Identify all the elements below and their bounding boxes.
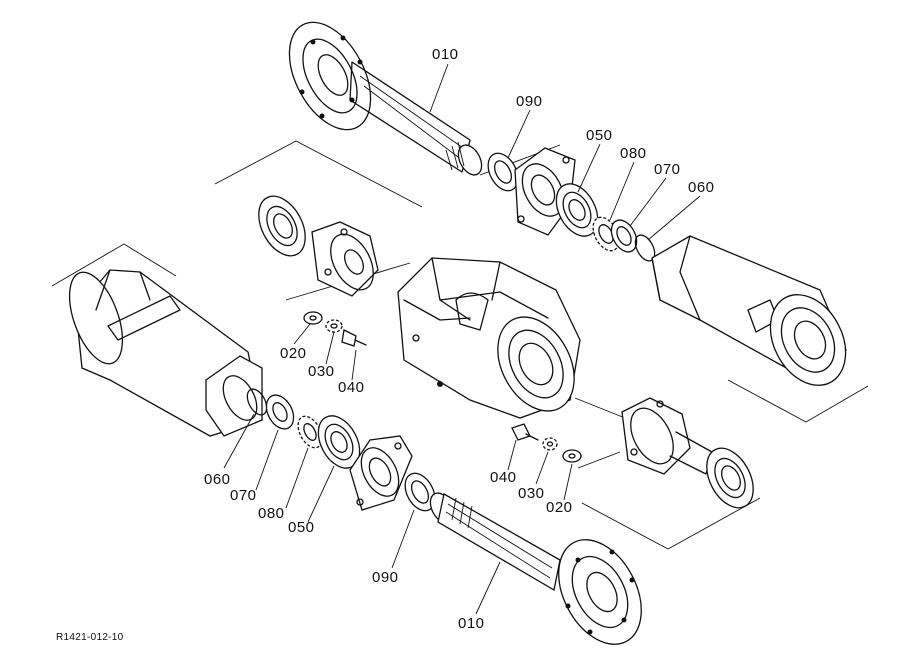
left-axle-case xyxy=(68,269,263,437)
top-lock-nut xyxy=(610,219,638,253)
left-bolt xyxy=(341,329,367,347)
bottom-snap-ring xyxy=(246,388,268,416)
callout-bottom-lockwasher: 080 xyxy=(258,505,285,522)
right-bearing-holder xyxy=(621,397,713,475)
top-axle-shaft xyxy=(288,21,483,176)
bottom-lock-nut xyxy=(265,394,295,430)
callout-bottom-locknut: 070 xyxy=(230,487,257,504)
callout-top-lockwasher: 080 xyxy=(620,145,647,162)
top-oil-seal xyxy=(487,152,519,192)
callout-top-seal: 090 xyxy=(516,93,543,110)
left-lock-washer xyxy=(325,319,343,333)
bottom-bearing-housing xyxy=(349,435,413,511)
bottom-axle-shaft xyxy=(429,492,642,645)
right-lock-washer xyxy=(542,437,558,451)
right-lower-bearing xyxy=(706,447,754,509)
callout-labels: 010 090 050 080 070 060 020 030 040 060 … xyxy=(204,46,715,632)
callout-bottom-seal: 090 xyxy=(372,569,399,586)
callout-bottom-shaft: 010 xyxy=(458,615,485,632)
differential-housing xyxy=(397,257,581,419)
figure-code: R1421-012-10 xyxy=(56,632,124,643)
left-bearing-holder xyxy=(311,221,379,297)
callout-left-lockwasher: 030 xyxy=(308,363,335,380)
left-washer xyxy=(303,311,323,325)
top-snap-ring xyxy=(634,234,656,262)
right-washer xyxy=(562,449,582,463)
callout-bottom-bearing: 050 xyxy=(288,519,315,536)
callout-top-locknut: 070 xyxy=(654,161,681,178)
left-upper-bearing xyxy=(258,195,306,257)
callout-right-bolt: 040 xyxy=(490,469,517,486)
right-bolt xyxy=(511,423,539,441)
bottom-oil-seal xyxy=(404,472,436,512)
callout-top-bearing: 050 xyxy=(586,127,613,144)
callout-leaders xyxy=(223,63,701,615)
right-axle-case xyxy=(651,235,847,386)
callout-right-washer: 020 xyxy=(546,499,573,516)
top-ball-bearing xyxy=(555,183,599,237)
callout-bottom-snapring: 060 xyxy=(204,471,231,488)
callout-top-shaft: 010 xyxy=(432,46,459,63)
callout-left-bolt: 040 xyxy=(338,379,365,396)
callout-right-lockwasher: 030 xyxy=(518,485,545,502)
callout-left-washer: 020 xyxy=(280,345,307,362)
callout-top-snapring: 060 xyxy=(688,179,715,196)
